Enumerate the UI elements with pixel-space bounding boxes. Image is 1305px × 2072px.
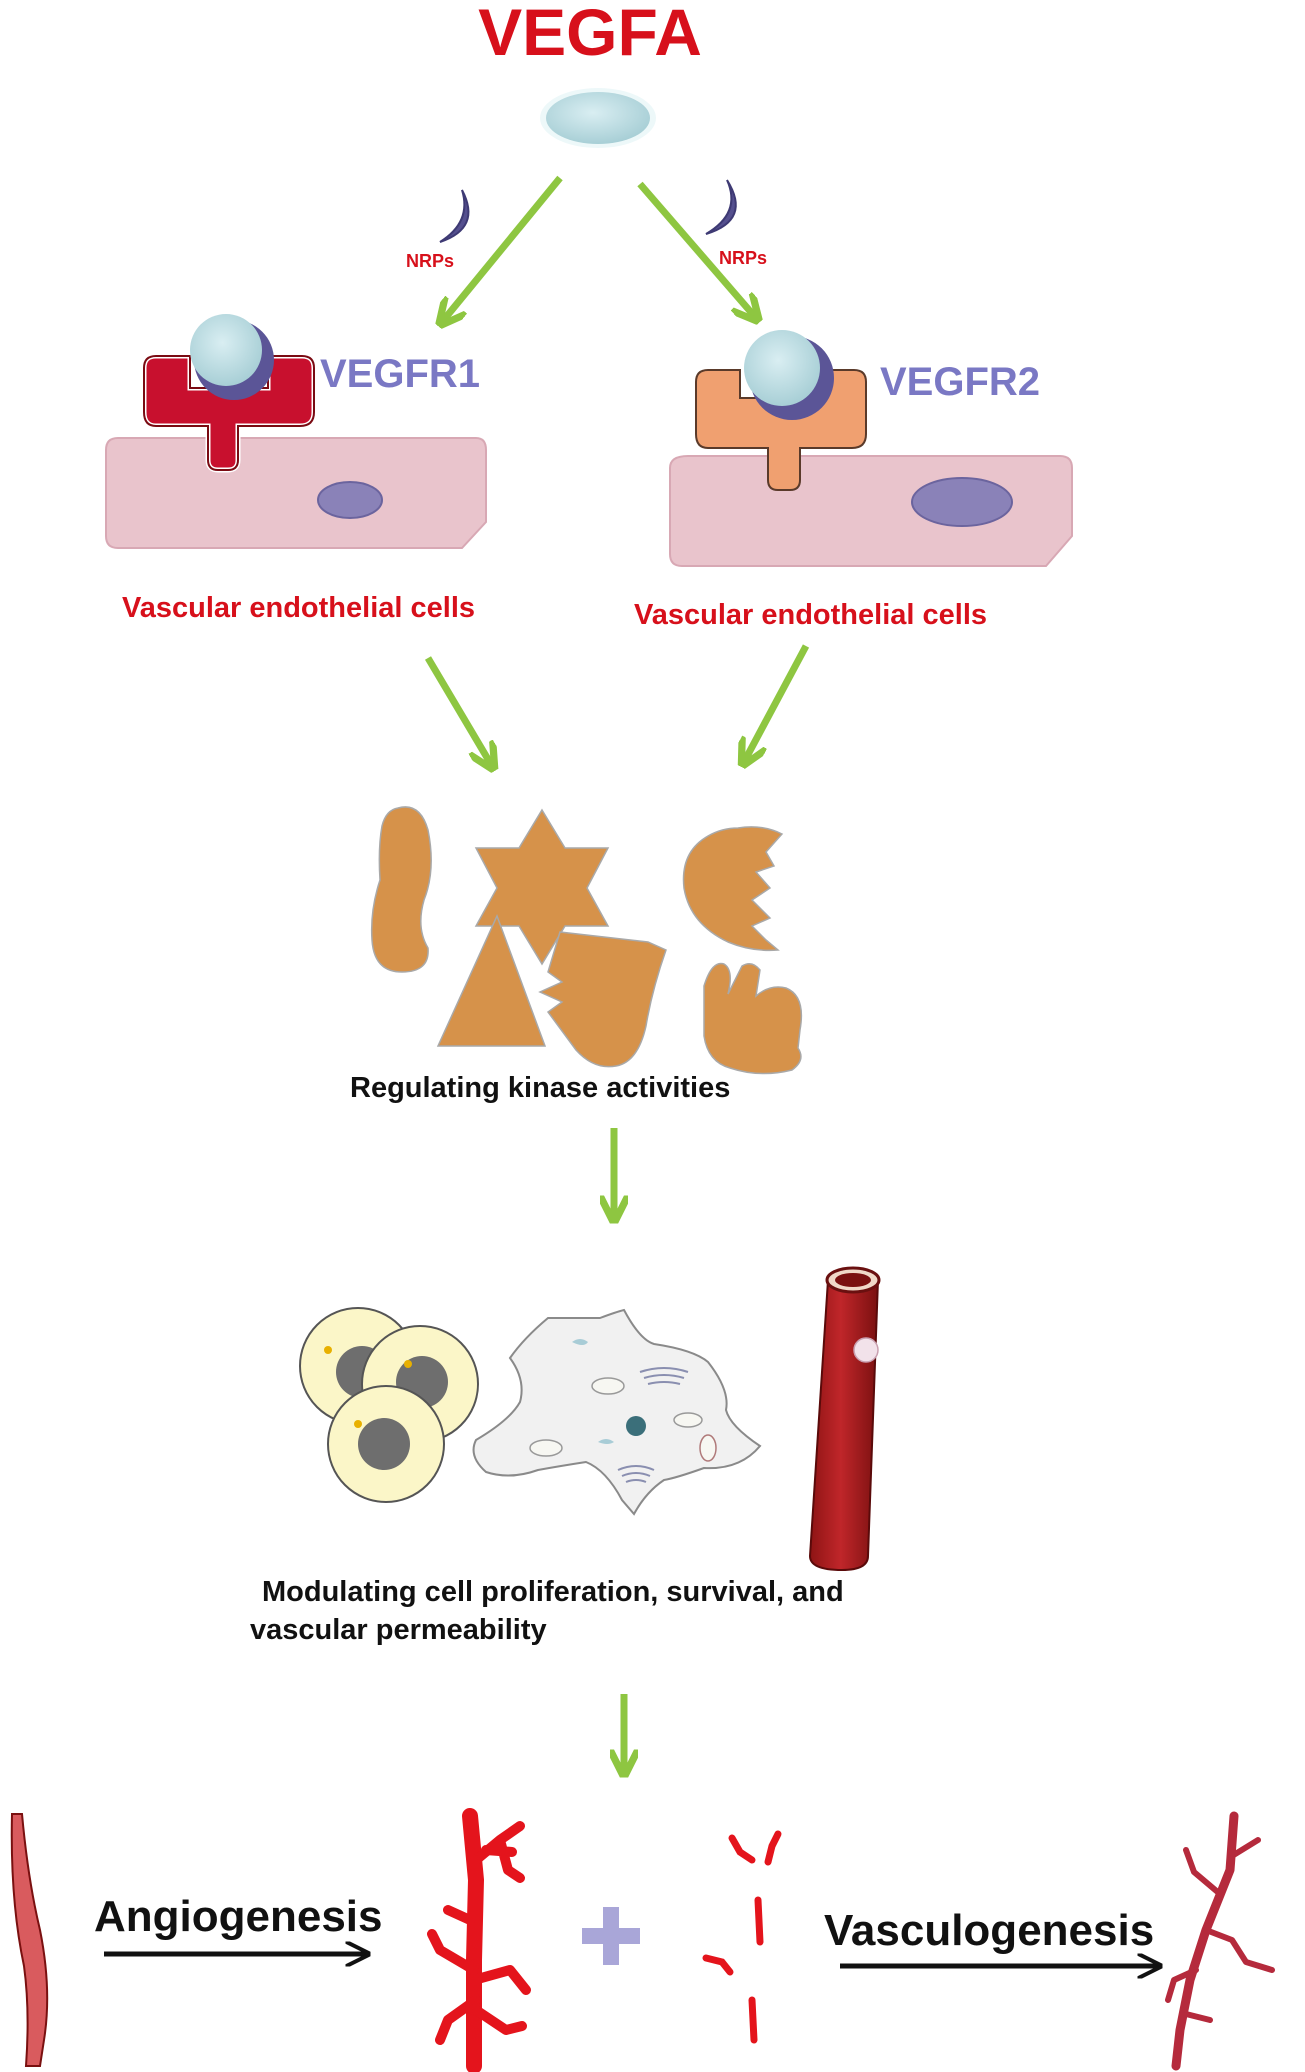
vegfa-ligand-icon [540,88,656,148]
endothelial-cell-icon [669,455,1073,567]
vessel-branch-icon [1165,1811,1275,2071]
cells-label-left: Vascular endothelial cells [122,592,475,624]
nrp-label-left: NRPs [406,251,455,271]
arrow-left-cells-to-kinases [424,656,492,766]
diagram-title: VEGFA [478,0,702,69]
angiogenesis-label: Angiogenesis [94,1892,383,1941]
vessel-branch-icon [10,1813,49,2067]
cells-label-right: Vascular endothelial cells [634,599,987,631]
vessel-fragments-icon [702,1830,782,2044]
nrp-crescent-icon [705,179,737,235]
vegfr1-receptor-icon [141,314,317,473]
plus-icon [582,1907,640,1965]
nrp-crescent-icon [439,189,470,243]
arrow-vegfa-to-vegfr2 [637,181,756,318]
kinase-label: Regulating kinase activities [350,1072,731,1104]
vessel-branch-icon [427,1808,531,2072]
kinase-shapes-icon [370,806,803,1075]
proliferating-cells-icon [299,1307,479,1503]
vegfr2-label: VEGFR2 [880,360,1041,404]
vegfr2-receptor-icon [695,330,867,491]
vegfr1-label: VEGFR1 [320,352,481,396]
nrp-label-right: NRPs [719,248,768,268]
astrocyte-cell-icon [472,1308,762,1516]
endothelial-cell-icon [105,437,487,549]
blood-vessel-icon [808,1266,881,1572]
modulating-label-line2: vascular permeability [250,1614,547,1646]
vasculogenesis-label: Vasculogenesis [824,1906,1155,1955]
arrow-right-cells-to-kinases [744,644,810,762]
arrow-vegfa-to-vegfr1 [442,175,563,322]
modulating-label-line1: Modulating cell proliferation, survival,… [262,1576,844,1608]
